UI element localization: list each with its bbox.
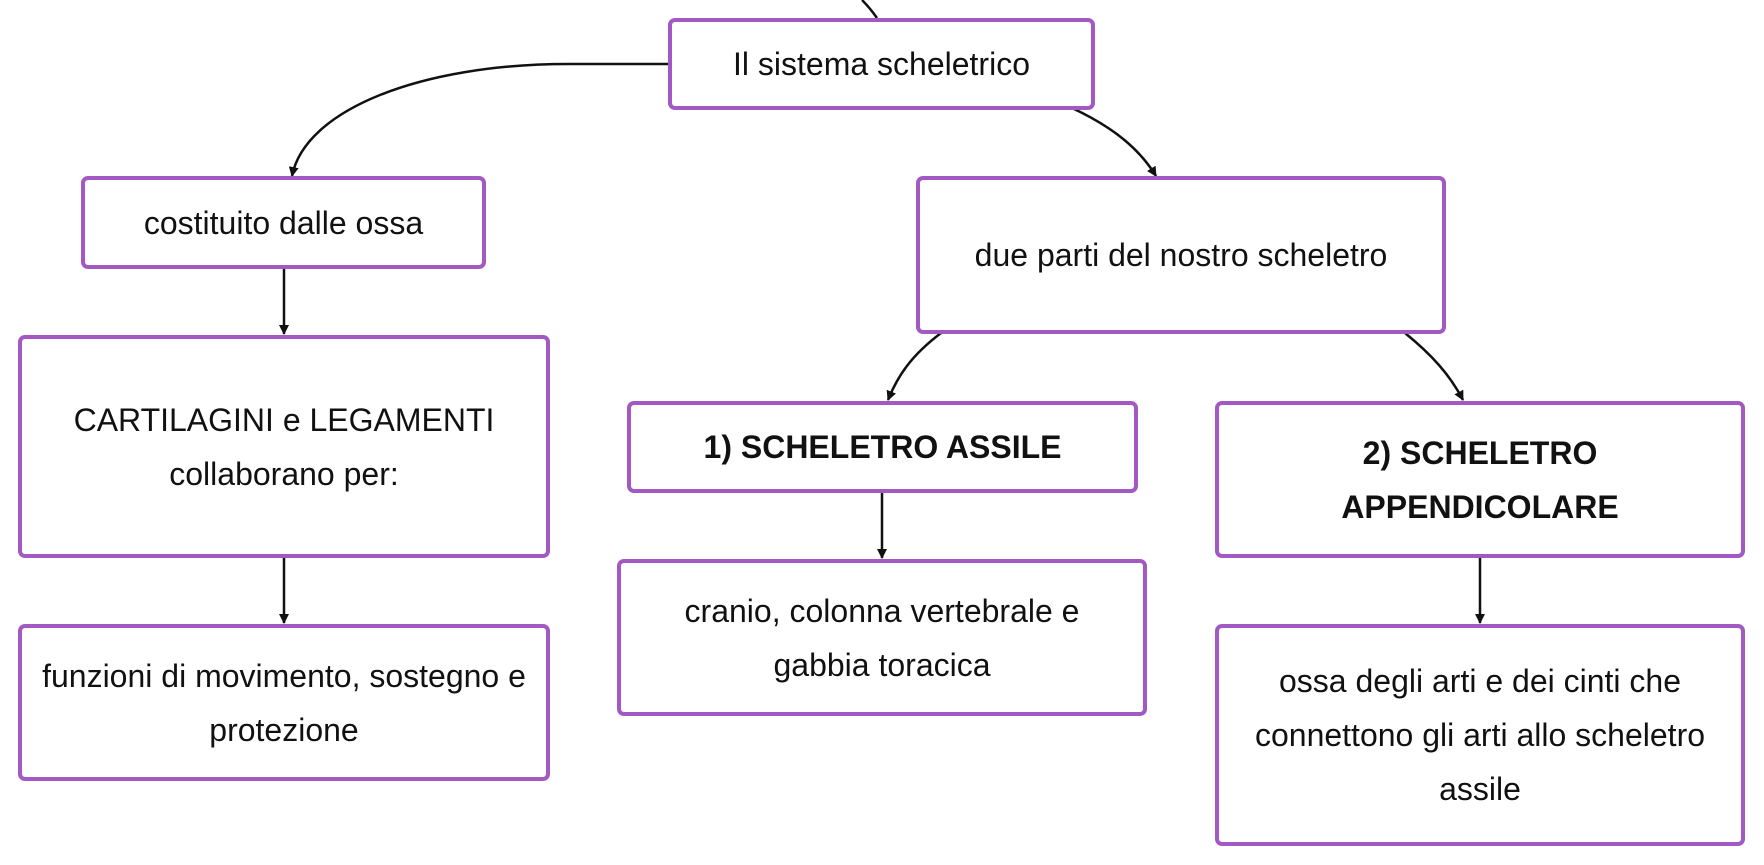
node-appendicular-detail-label: ossa degli arti e dei cinti che connetto… [1254,663,1706,807]
node-two-parts-label: due parti del nostro scheletro [974,237,1388,273]
node-functions-label: funzioni di movimento, sostegno e protez… [42,657,526,748]
node-cartilage-ligaments: CARTILAGINI e LEGAMENTI collaborano per: [18,335,550,558]
connector-parts-to-axial [886,332,942,401]
node-axial-skeleton-label: 1) SCHELETRO ASSILE [703,429,1062,465]
node-appendicular-detail: ossa degli arti e dei cinti che connetto… [1215,624,1745,846]
node-appendicular-skeleton-label: 2) SCHELETRO APPENDICOLARE [1341,434,1619,525]
connector-parts-to-appendicular [1404,332,1465,401]
node-skeletal-system-label: Il sistema scheletrico [733,46,1030,82]
node-skeletal-system: Il sistema scheletrico [668,18,1095,110]
node-axial-skeleton: 1) SCHELETRO ASSILE [627,401,1138,493]
node-appendicular-skeleton: 2) SCHELETRO APPENDICOLARE [1215,401,1745,558]
connector-root-to-parts [1071,106,1158,177]
node-functions: funzioni di movimento, sostegno e protez… [18,624,550,781]
node-cartilage-ligaments-label: CARTILAGINI e LEGAMENTI collaborano per: [73,401,495,492]
node-two-parts: due parti del nostro scheletro [916,176,1446,334]
node-made-of-bones: costituito dalle ossa [81,176,486,269]
connector-root-to-bones [288,62,668,177]
node-axial-detail: cranio, colonna vertebrale e gabbia tora… [617,559,1147,716]
node-axial-detail-label: cranio, colonna vertebrale e gabbia tora… [684,592,1080,683]
connector-incoming-root [861,0,879,19]
node-made-of-bones-label: costituito dalle ossa [143,204,424,241]
